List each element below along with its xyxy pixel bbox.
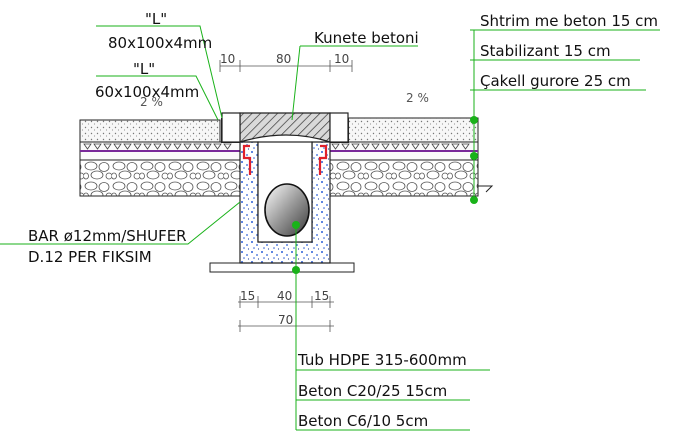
label-tub: Tub HDPE 315-600mm: [297, 351, 467, 369]
geotextile-mark: [431, 143, 440, 150]
concrete-gutter: [239, 112, 331, 143]
pavement-right: [327, 117, 494, 197]
geotextile-mark: [421, 143, 430, 150]
geotextile-mark: [203, 143, 212, 150]
leader-lines: [0, 25, 660, 431]
geotextile-mark: [173, 143, 182, 150]
geotextile-mark: [143, 143, 152, 150]
rebar-hook-left: [242, 144, 252, 175]
geotextile-mark: [163, 143, 172, 150]
geotextile-mark: [341, 143, 350, 150]
geotextile-mark: [223, 143, 232, 150]
label-profile-l2-size: 60x100x4mm: [95, 83, 199, 101]
dim-top-left: 10: [220, 52, 235, 66]
label-profile-l2-mark: "L": [133, 60, 155, 78]
pavement-left: [79, 119, 241, 197]
geotextile-mark: [381, 143, 390, 150]
label-bar-line1: BAR ø12mm/SHUFER: [28, 227, 187, 245]
geotextile-mark: [123, 143, 132, 150]
geotextile-mark: [153, 143, 162, 150]
marker-dots: [292, 116, 478, 274]
geotextile-mark: [351, 143, 360, 150]
bottom-dimension: 15 40 15 70: [238, 289, 334, 332]
geotextile-mark: [391, 143, 400, 150]
geotextile-mark: [371, 143, 380, 150]
concrete-paving-layer-right: [347, 117, 479, 143]
slope-left: 2 %: [140, 95, 163, 109]
geotextile-mark: [133, 143, 142, 150]
geotextile-mark: [213, 143, 222, 150]
geotextile-mark: [331, 143, 340, 150]
dim-top-right: 10: [334, 52, 349, 66]
label-beton-c6: Beton C6/10 5cm: [298, 412, 428, 430]
geotextile-mark: [103, 143, 112, 150]
label-beton-c20: Beton C20/25 15cm: [298, 382, 447, 400]
slope-right: 2 %: [406, 91, 429, 105]
gravel-layer-left: [79, 159, 241, 197]
lean-concrete-base: [209, 262, 355, 273]
label-profile-l1-size: 80x100x4mm: [108, 34, 212, 52]
geotextile-mark: [183, 143, 192, 150]
label-bar-line2: D.12 PER FIKSIM: [28, 248, 152, 266]
geotextile-mark: [113, 143, 122, 150]
geotextile-mark: [83, 143, 92, 150]
geotextile-mark: [441, 143, 450, 150]
label-shtrim: Shtrim me beton 15 cm: [480, 12, 658, 30]
dim-bottom-mid: 40: [277, 289, 292, 303]
geotextile-mark: [193, 143, 202, 150]
label-stabilizant: Stabilizant 15 cm: [480, 42, 611, 60]
hdpe-pipe: [264, 183, 310, 237]
label-kunete: Kunete betoni: [314, 29, 419, 47]
dim-top-mid: 80: [276, 52, 291, 66]
label-profile-l1-mark: "L": [145, 10, 167, 28]
gravel-layer-right: [327, 159, 479, 197]
geotextile-marks: [83, 143, 470, 150]
geotextile-mark: [361, 143, 370, 150]
top-dimension: 10 80 10: [219, 52, 353, 72]
geotextile-mark: [411, 143, 420, 150]
geotextile-mark: [461, 143, 470, 150]
geotextile-mark: [401, 143, 410, 150]
geotextile-mark: [93, 143, 102, 150]
concrete-paving-layer-left: [79, 119, 221, 143]
dim-bottom-total: 70: [278, 313, 293, 327]
label-cakell: Çakell gurore 25 cm: [480, 72, 631, 90]
dim-bottom-right: 15: [314, 289, 329, 303]
rebar-hook-right: [318, 144, 328, 175]
geotextile-mark: [451, 143, 460, 150]
dim-bottom-left: 15: [240, 289, 255, 303]
